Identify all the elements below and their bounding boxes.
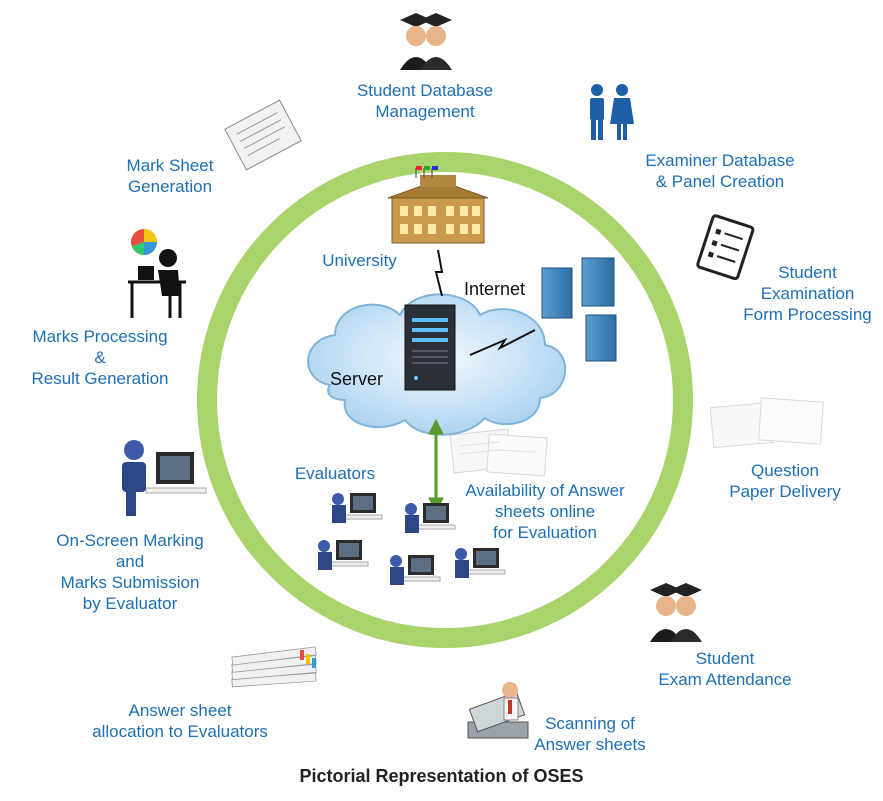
label-evaluators: Evaluators	[294, 464, 376, 483]
marks-processing-icon	[128, 229, 186, 318]
label-university: University	[322, 251, 397, 270]
label-scanning: Scanning of Answer sheets	[534, 714, 646, 754]
evaluator-workstation	[318, 540, 369, 570]
attendance-graduates-icon	[650, 583, 702, 642]
label-internet: Internet	[464, 279, 526, 299]
paper-stack-icon	[231, 646, 317, 688]
evaluators-group-icon	[318, 493, 506, 585]
internet-buildings-icon	[541, 257, 617, 362]
label-onscreen-marking: On-Screen Marking and Marks Submission b…	[56, 531, 204, 613]
mark-sheet-document-icon	[224, 99, 302, 171]
diagram-caption: Pictorial Representation of OSES	[299, 766, 584, 786]
answer-sheets-icon	[449, 428, 548, 477]
server-icon	[404, 304, 456, 391]
availability-arrow	[428, 418, 444, 514]
evaluator-workstation	[332, 493, 383, 523]
university-building-icon	[387, 166, 489, 244]
label-allocation: Answer sheet allocation to Evaluators	[92, 701, 268, 741]
lightning-link-internet	[469, 329, 536, 356]
exam-form-icon	[696, 214, 755, 281]
question-papers-icon	[709, 397, 824, 449]
evaluator-at-computer-icon	[122, 440, 207, 516]
label-exam-form-processing: Student Examination Form Processing	[743, 263, 872, 324]
examiners-icon	[590, 84, 634, 140]
process-ring	[197, 152, 693, 648]
label-mark-sheet: Mark Sheet Generation	[126, 156, 214, 196]
evaluator-workstation	[390, 555, 441, 585]
scanner-icon	[467, 682, 529, 739]
evaluator-workstation	[405, 503, 456, 533]
lightning-link-university	[434, 249, 444, 297]
label-server: Server	[330, 369, 384, 389]
label-student-database: Student Database Management	[356, 81, 494, 121]
evaluator-workstation	[455, 548, 506, 578]
graduates-icon	[400, 13, 452, 70]
label-examiner-database: Examiner Database & Panel Creation	[645, 151, 795, 191]
label-exam-attendance: Student Exam Attendance	[658, 649, 792, 689]
label-question-paper: Question Paper Delivery	[729, 461, 841, 501]
label-availability: Availability of Answer sheets online for…	[465, 481, 625, 542]
label-marks-processing: Marks Processing & Result Generation	[31, 327, 169, 388]
